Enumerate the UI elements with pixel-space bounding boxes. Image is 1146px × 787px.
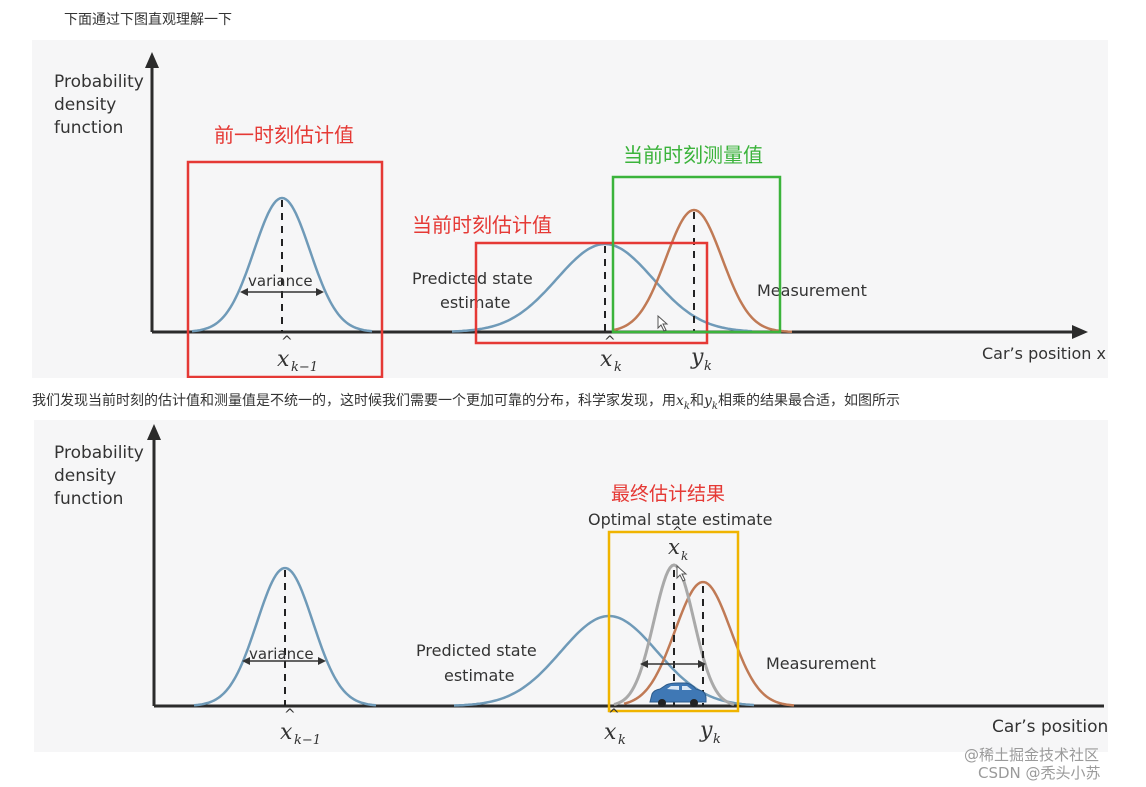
caption-y-sub: k	[711, 400, 718, 412]
measurement-label: Measurement	[757, 281, 867, 300]
xhat-opt-sub: k	[681, 549, 688, 563]
current-measurement-box	[611, 175, 782, 334]
watermark-csdn: CSDN @秃头小苏	[978, 762, 1101, 783]
xhat-k-hat: ^	[608, 707, 620, 723]
predicted-estimate-curve	[453, 614, 755, 707]
variance-arrow-right	[316, 288, 324, 296]
xhat-k-sub: k	[614, 360, 622, 375]
caption-x-symbol: x	[676, 393, 684, 409]
y-k-symbol: y	[699, 718, 713, 743]
ylabel-line1: Probability	[54, 443, 144, 463]
xhat-prev-hat: ^	[284, 707, 296, 723]
caption-middle-part1: 我们发现当前时刻的估计值和测量值是不统一的，这时候我们需要一个更加可靠的分布，科…	[32, 393, 676, 409]
caption-intro: 下面通过下图直观理解一下	[64, 9, 232, 29]
figure-1: Probability density function Car’s posit…	[32, 40, 1108, 379]
xhat-opt-hat: ^	[672, 525, 683, 540]
watermark-line2: CSDN @秃头小苏	[978, 764, 1101, 782]
predicted-label-1: Predicted state	[416, 641, 537, 660]
figure-2-svg: Probability density function Car’s posit…	[54, 424, 1108, 748]
y-axis-arrow	[145, 52, 159, 68]
measurement-curve	[611, 208, 792, 333]
ylabel-line3: function	[54, 118, 123, 138]
optimal-variance-arrow-right	[698, 660, 706, 668]
variance-label: variance	[248, 272, 313, 290]
watermark-line1: @稀土掘金技术社区	[964, 746, 1100, 764]
label-current-estimate: 当前时刻估计值	[412, 213, 552, 237]
variance-arrow-right	[318, 657, 326, 665]
y-k-symbol: y	[690, 345, 704, 370]
measurement-label: Measurement	[766, 654, 876, 673]
xhat-prev-sub: k−1	[291, 360, 318, 375]
mouse-cursor-icon	[676, 564, 688, 582]
xlabel: Car’s position x	[982, 344, 1106, 363]
prev-estimate-box	[186, 160, 384, 379]
car-icon	[649, 682, 707, 707]
xlabel: Car’s position	[992, 717, 1108, 737]
xhat-opt-symbol: x	[668, 535, 680, 559]
ylabel-line2: density	[54, 95, 116, 115]
caption-y-symbol: y	[703, 393, 712, 409]
xhat-prev-sub: k−1	[294, 733, 321, 748]
ylabel-line3: function	[54, 489, 123, 509]
current-estimate-box	[474, 241, 709, 345]
x-axis-arrow	[1072, 325, 1088, 339]
measurement-curve	[623, 580, 795, 707]
xhat-k-symbol: x	[600, 347, 613, 372]
final-estimate-box	[607, 530, 740, 713]
variance-label: variance	[249, 645, 314, 663]
variance-arrow-left	[242, 657, 250, 665]
variance-arrow-left	[240, 288, 248, 296]
caption-intro-text: 下面通过下图直观理解一下	[64, 12, 232, 28]
y-k-sub: k	[704, 359, 712, 374]
figure-1-svg: Probability density function Car’s posit…	[54, 52, 1106, 379]
xhat-prev-hat: ^	[281, 334, 293, 350]
predicted-label-1: Predicted state	[412, 269, 533, 288]
xhat-prev-symbol: x	[280, 720, 293, 745]
optimal-label: Optimal state estimate	[588, 510, 772, 529]
caption-and: 和	[689, 393, 704, 409]
caption-x-sub: k	[683, 400, 690, 412]
label-prev-estimate: 前一时刻估计值	[214, 123, 354, 147]
caption-middle: 我们发现当前时刻的估计值和测量值是不统一的，这时候我们需要一个更加可靠的分布，科…	[32, 390, 900, 412]
label-current-measurement: 当前时刻测量值	[623, 143, 763, 167]
predicted-label-2: estimate	[444, 666, 514, 685]
xhat-prev-symbol: x	[277, 347, 290, 372]
prev-estimate-curve	[191, 196, 373, 333]
label-final-estimate: 最终估计结果	[611, 483, 725, 505]
xhat-k-hat: ^	[604, 334, 616, 350]
mouse-cursor-icon	[657, 314, 669, 332]
prev-estimate-curve	[193, 566, 377, 707]
ylabel-line2: density	[54, 466, 116, 486]
figure-2: Probability density function Car’s posit…	[34, 420, 1108, 752]
optimal-variance-arrow-left	[640, 660, 648, 668]
y-axis-arrow	[147, 424, 161, 440]
xhat-k-sub: k	[618, 733, 626, 748]
y-k-sub: k	[713, 732, 721, 747]
caption-middle-part2: 相乘的结果最合适，如图所示	[717, 393, 900, 409]
ylabel-line1: Probability	[54, 72, 144, 92]
xhat-k-symbol: x	[604, 720, 617, 745]
watermark-juejin: @稀土掘金技术社区	[964, 744, 1099, 765]
optimal-estimate-curve	[613, 563, 735, 706]
